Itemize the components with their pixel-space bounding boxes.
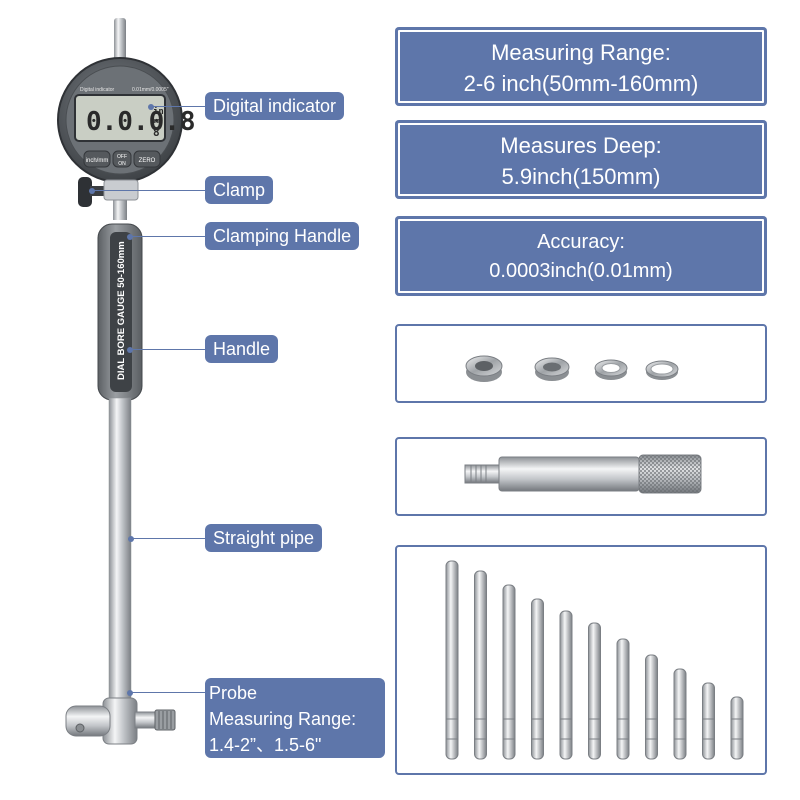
probe-range-value: 1.4-2”、1.5-6"	[209, 735, 322, 755]
bore-gauge-illustration: Digital indicator 0.01mm/0.0005" 0.0.0.8…	[57, 18, 196, 745]
spec-measures-deep-value: 5.9inch(150mm)	[501, 164, 661, 189]
leader-clamping-handle	[127, 233, 206, 240]
probe-range-label: Measuring Range:	[209, 709, 357, 729]
inch-mm-button[interactable]	[83, 150, 111, 168]
leader-straight-pipe	[128, 535, 206, 542]
washer-3	[594, 359, 628, 380]
contact-points-illustration	[445, 560, 744, 760]
spec-measuring-range: Measuring Range: 2-6 inch(50mm-160mm)	[395, 27, 767, 106]
contact-point-pin	[474, 570, 487, 760]
lcd-screen	[74, 94, 166, 142]
handle: DIAL BORE GAUGE 50-160mm	[97, 223, 143, 401]
contact-point-pin	[559, 610, 573, 760]
washers-illustration	[465, 355, 679, 382]
contact-point-pin	[673, 668, 687, 760]
off-on-button[interactable]	[112, 150, 132, 168]
spec-accuracy-title: Accuracy:	[537, 231, 625, 253]
lcd-unit-in: in	[153, 106, 164, 117]
washers-panel	[395, 324, 767, 403]
callout-probe: Probe Measuring Range: 1.4-2”、1.5-6"	[205, 678, 385, 758]
contact-point-pin	[730, 696, 744, 760]
zero-button-label: ZERO	[139, 158, 156, 164]
dial-face-left-text: Digital indicator	[80, 87, 115, 93]
lcd-digits: 0.0.0.8	[86, 107, 196, 137]
contact-point-pin	[445, 560, 459, 760]
inch-mm-button-label: inch/mm	[86, 158, 109, 164]
spec-measures-deep: Measures Deep: 5.9inch(150mm)	[395, 120, 767, 199]
callout-clamping-handle: Clamping Handle	[205, 222, 360, 250]
probe-head	[65, 697, 176, 745]
callout-straight-pipe: Straight pipe	[205, 524, 323, 552]
leader-clamp	[89, 187, 206, 194]
handle-print: DIAL BORE GAUGE 50-160mm	[116, 241, 127, 380]
contact-point-pin	[588, 622, 601, 760]
leader-digital-indicator	[148, 103, 206, 110]
lcd-unit-mm: mm	[151, 117, 159, 125]
extension-rod-panel	[395, 437, 767, 516]
lcd-small-digit: 8	[153, 126, 160, 139]
callout-handle: Handle	[205, 335, 279, 363]
off-label: OFF	[117, 154, 127, 160]
callout-digital-indicator: Digital indicator	[205, 92, 345, 120]
spec-measuring-range-title: Measuring Range:	[491, 40, 671, 65]
spec-measuring-range-value: 2-6 inch(50mm-160mm)	[463, 71, 699, 96]
clamp	[78, 177, 139, 207]
extension-rod-illustration	[464, 454, 702, 494]
contact-points-panel	[395, 545, 767, 775]
dial-face-right-text: 0.01mm/0.0005"	[132, 87, 169, 93]
contact-point-pin	[702, 682, 715, 760]
washer-4	[645, 360, 679, 380]
callout-clamp: Clamp	[205, 176, 274, 204]
contact-point-pin	[531, 598, 544, 760]
contact-point-pin	[616, 638, 630, 760]
contact-point-pin	[645, 654, 658, 760]
spec-accuracy-value: 0.0003inch(0.01mm)	[489, 260, 673, 282]
washer-1	[465, 355, 503, 382]
leader-handle	[127, 346, 206, 353]
contact-point-pin	[502, 584, 516, 760]
spec-measures-deep-title: Measures Deep:	[500, 133, 662, 158]
on-label: ON	[118, 161, 126, 167]
straight-pipe	[108, 397, 132, 703]
digital-indicator: Digital indicator 0.01mm/0.0005" 0.0.0.8…	[57, 57, 196, 183]
zero-button[interactable]	[133, 150, 161, 168]
leader-probe	[127, 689, 206, 696]
spec-accuracy: Accuracy: 0.0003inch(0.01mm)	[395, 216, 767, 296]
probe-title: Probe	[209, 683, 258, 703]
top-stem	[114, 18, 126, 68]
washer-2	[534, 357, 570, 381]
